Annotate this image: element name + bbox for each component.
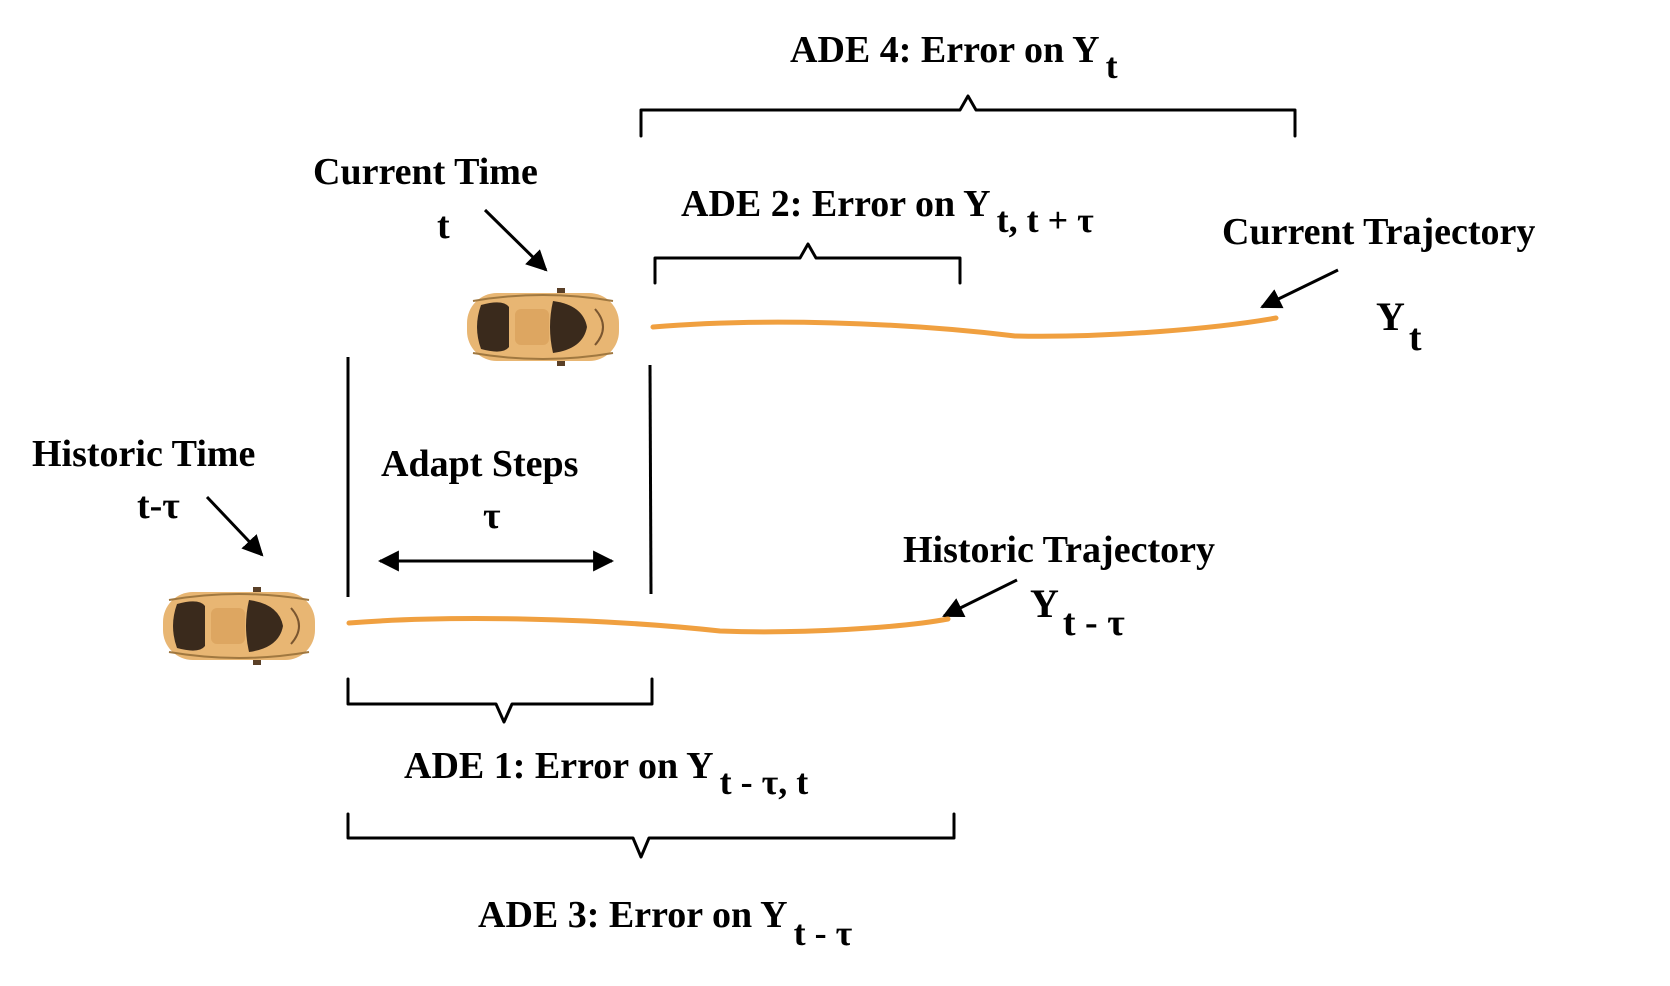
ade2-bracket: [653, 242, 962, 285]
current-time-symbol: t: [437, 205, 450, 247]
current-trajectory-arrow: [1260, 268, 1339, 309]
current-trajectory-line: [650, 315, 1279, 339]
current-car-icon: [466, 287, 620, 367]
historic-time-symbol: t-τ: [137, 485, 180, 527]
historic-trajectory-line: [346, 616, 951, 635]
ade3-bracket: [346, 812, 956, 859]
current-time-arrow: [483, 208, 548, 272]
historic-trajectory-title: Historic Trajectory: [903, 529, 1215, 571]
historic-time-arrow: [205, 495, 264, 557]
historic-time-label: Historic Time: [32, 433, 255, 475]
historic-trajectory-arrow: [942, 578, 1018, 618]
ade4-bracket: [639, 94, 1297, 138]
adapt-steps-symbol: τ: [483, 495, 501, 537]
current-time-label: Current Time: [313, 151, 538, 193]
historic-car-icon: [162, 586, 316, 666]
current-trajectory-title: Current Trajectory: [1222, 211, 1535, 253]
ade1-bracket: [346, 677, 654, 724]
adapt-steps-label: Adapt Steps: [381, 443, 578, 485]
current-time-marker: [648, 364, 653, 595]
